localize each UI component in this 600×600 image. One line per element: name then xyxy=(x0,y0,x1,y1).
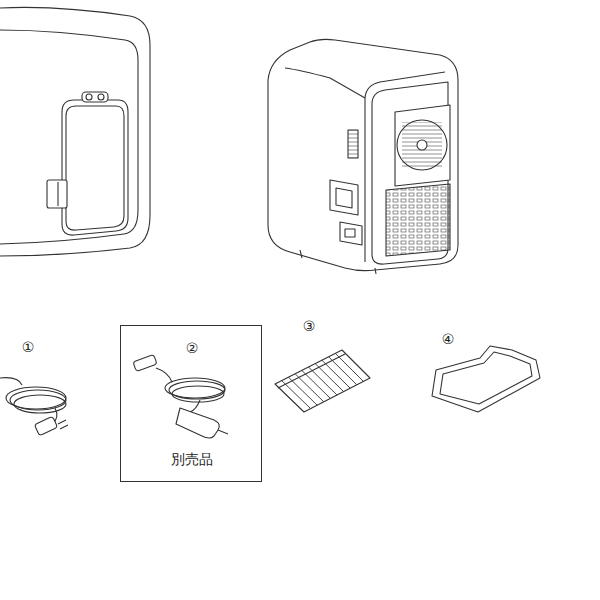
callout-number: ① xyxy=(22,339,35,356)
fridge-back xyxy=(268,39,458,274)
callout-number: ② xyxy=(186,340,199,357)
rack-wire xyxy=(335,353,363,381)
shelf-rack xyxy=(275,350,370,412)
dc-cord xyxy=(133,355,228,438)
optional-part-box: ② 別売品 xyxy=(120,325,262,482)
note-text: 別売品 xyxy=(171,451,213,468)
callout-number: ④ xyxy=(442,331,455,348)
callout-number: ③ xyxy=(303,318,316,335)
door-gasket xyxy=(432,346,540,412)
fridge-front xyxy=(0,7,150,256)
ac-cord xyxy=(0,378,68,436)
